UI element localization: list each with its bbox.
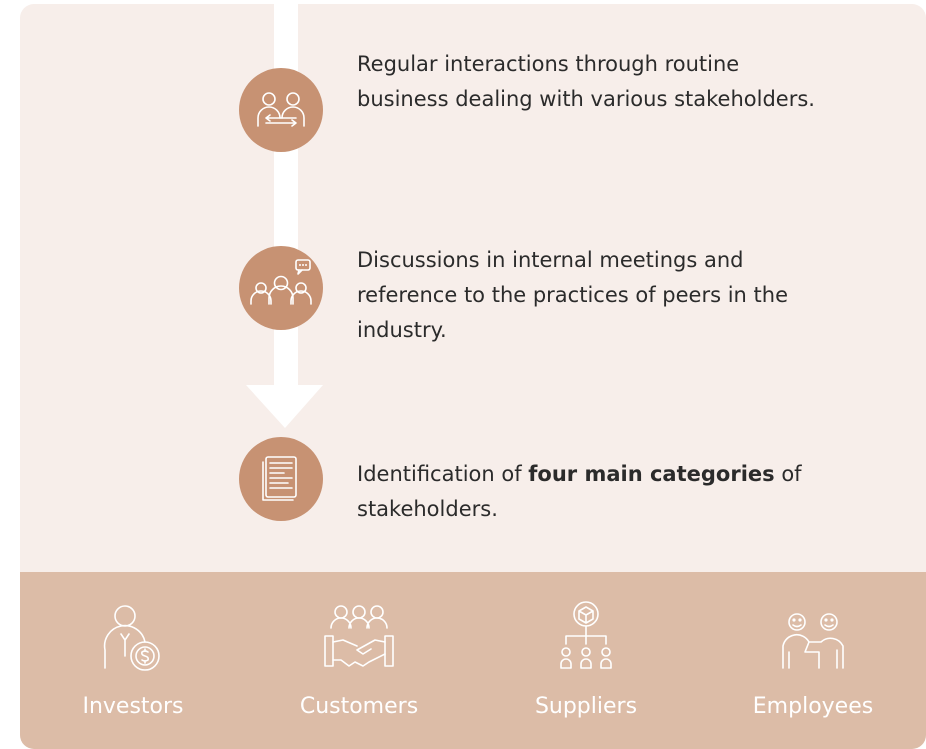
step-3-text-before: Identification of <box>357 462 529 486</box>
category-label: Customers <box>299 694 419 719</box>
employees-icon <box>782 613 844 669</box>
category-employees: Employees <box>700 572 926 749</box>
category-customers: Customers <box>246 572 472 749</box>
handshake-group-icon <box>324 605 394 667</box>
step-1-text: Regular interactions through routine bus… <box>357 52 815 111</box>
group-chat-icon <box>250 259 312 305</box>
step-3-text-after: of stakeholders. <box>357 462 802 521</box>
document-icon <box>262 456 297 501</box>
stakeholder-categories: Investors Customers <box>20 572 926 749</box>
exchange-people-icon <box>257 92 305 127</box>
step-3-text-bold: four main categories <box>528 462 775 486</box>
category-label: Employees <box>752 694 874 719</box>
supply-network-icon <box>560 601 612 669</box>
step-1-icon-circle <box>239 68 323 152</box>
step-2-text: Discussions in internal meetings and ref… <box>357 248 788 342</box>
category-label: Investors <box>82 694 184 719</box>
category-label: Suppliers <box>534 694 638 719</box>
step-3-icon-circle <box>239 437 323 521</box>
step-2-icon-circle <box>239 246 323 330</box>
category-investors: Investors <box>20 572 246 749</box>
investor-icon <box>103 605 160 671</box>
category-suppliers: Suppliers <box>472 572 700 749</box>
step-3-text: Identification of four main categories o… <box>357 457 817 527</box>
